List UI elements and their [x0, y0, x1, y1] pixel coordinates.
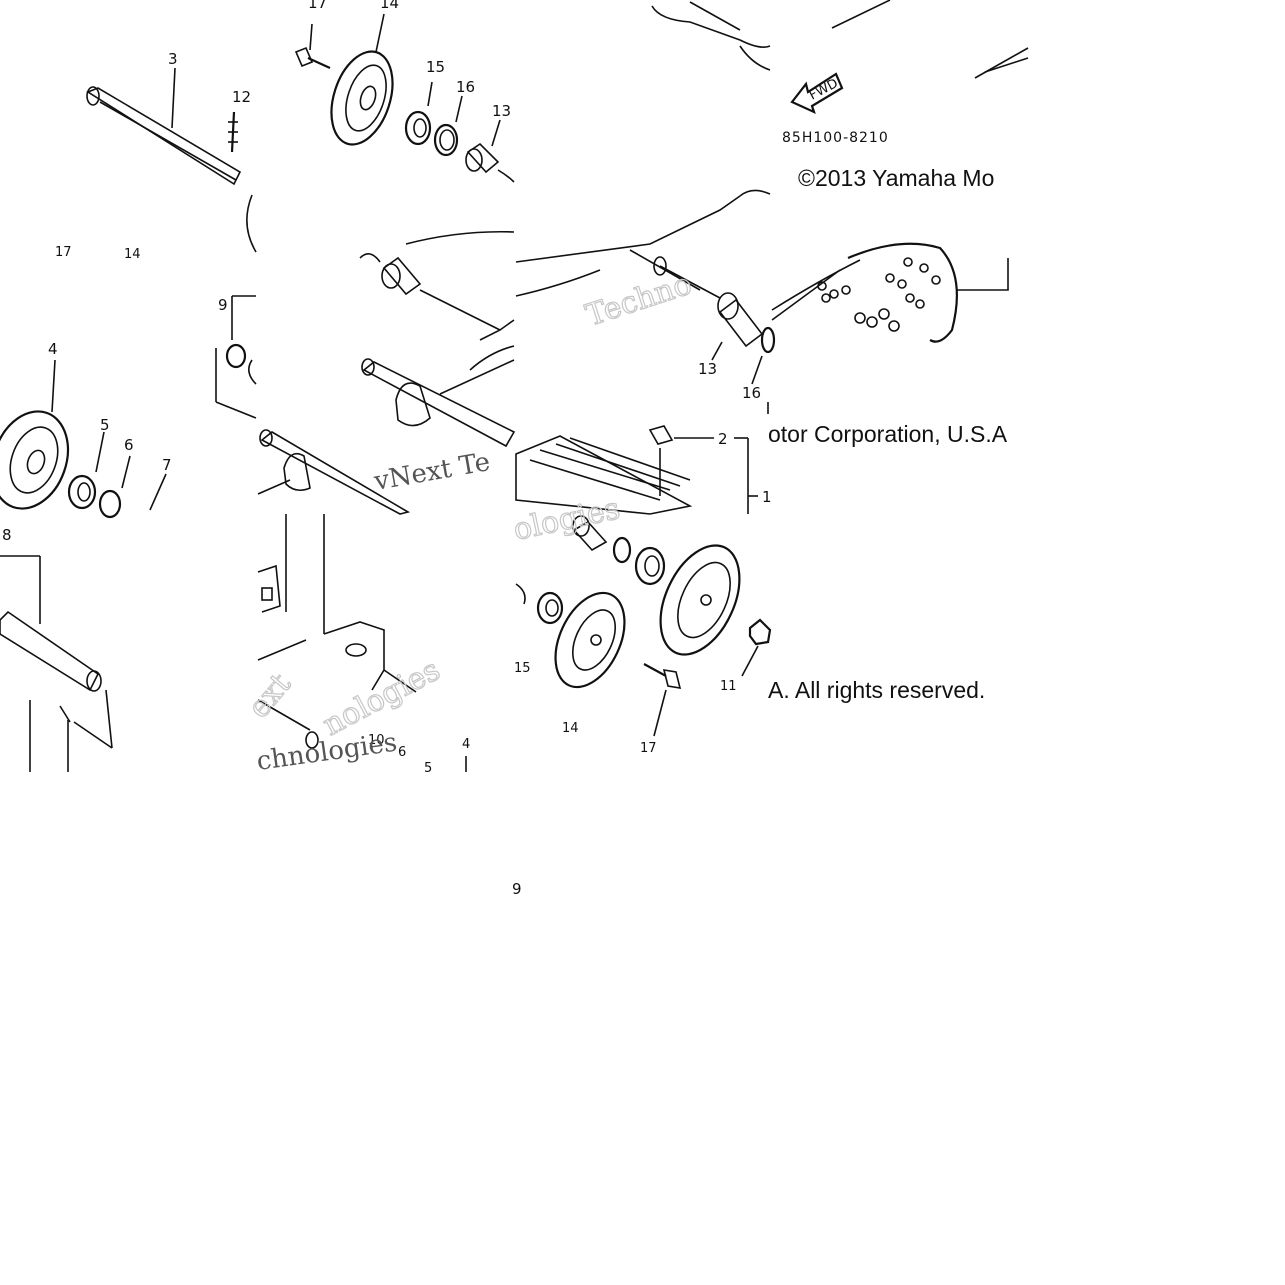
collar-16 [433, 95, 463, 157]
tile-bottom-center: 15 14 17 11 9 [512, 515, 772, 898]
label-4: 4 [48, 340, 58, 358]
axle-shaft-3 [86, 67, 242, 186]
nut-11 [741, 618, 772, 677]
bolt-17-bottom [643, 663, 682, 737]
label-17: 17 [55, 245, 72, 260]
spacer-center [572, 515, 608, 552]
bearing-15 [404, 81, 433, 146]
label-6-bottom: 6 [398, 745, 406, 760]
label-15-bottom: 15 [514, 661, 531, 676]
collar-16-right [751, 326, 776, 385]
label-13: 13 [492, 102, 511, 120]
label-9: 9 [218, 296, 228, 314]
fwd-arrow-icon: FWD [790, 72, 844, 115]
copyright-line-3: A. All rights reserved. [768, 677, 985, 703]
label-14: 14 [124, 247, 141, 262]
bearing-5 [67, 431, 105, 510]
label-15: 15 [426, 58, 445, 76]
tile-middle: 9 [215, 230, 516, 515]
label-5-bottom: 5 [424, 761, 432, 776]
label-11: 11 [720, 679, 737, 694]
label-12: 12 [232, 88, 251, 106]
label-9-stray: 9 [512, 880, 522, 898]
bearing-15-bottom [536, 591, 564, 625]
watermark-6: chnologies [255, 728, 399, 777]
label-2: 2 [718, 430, 728, 448]
shaft-8 [0, 610, 102, 692]
label-17b: 17 [308, 0, 327, 12]
tile-center: 13 16 2 [515, 195, 776, 515]
spacer-13 [465, 119, 515, 183]
label-1: 1 [762, 488, 772, 506]
label-16-center: 16 [742, 384, 761, 402]
spacer-13-right [711, 292, 764, 361]
label-5: 5 [100, 416, 110, 434]
idler-wheel-14 [330, 13, 394, 146]
cross-shaft [259, 358, 516, 515]
copyright-line-1: ©2013 Yamaha Mo [798, 165, 994, 191]
label-10: 10 [368, 733, 385, 748]
label-6: 6 [124, 436, 134, 454]
tile-right: otor Corporation, U.S.A 1 [739, 189, 1009, 506]
tile-top-right: FWD 85H100-8210 ©2013 Yamaha Mo [651, 0, 1029, 191]
label-14b: 14 [380, 0, 399, 12]
tile-top-left: 3 12 17 14 [55, 50, 257, 262]
tile-middle-left: 4 5 6 7 [0, 340, 172, 519]
label-7: 7 [162, 456, 172, 474]
idler-wheel-14-bottom [554, 591, 626, 689]
label-13-center: 13 [698, 360, 717, 378]
track-studs [817, 257, 941, 332]
pin-12 [228, 111, 238, 153]
watermarks: Techno vNext Te ologies ext nologies chn… [241, 266, 697, 777]
label-17-bottom: 17 [640, 741, 657, 756]
watermark-2: vNext Te [371, 447, 492, 497]
copyright-line-2: otor Corporation, U.S.A [768, 421, 1008, 447]
collar-6 [98, 455, 131, 519]
track-slide [515, 435, 693, 515]
diagram-code: 85H100-8210 [782, 130, 889, 146]
wheel-large [659, 544, 741, 656]
watermark-4: ext [241, 667, 298, 725]
label-8: 8 [2, 526, 12, 544]
bearing-right [634, 546, 666, 586]
tile-bottom-middle: 10 6 5 4 [257, 514, 470, 776]
tile-bottom-left: 8 [0, 526, 113, 772]
bracket-2 [648, 425, 749, 514]
bolt-17 [294, 23, 331, 70]
tile-top-middle: 17 14 15 16 13 [294, 0, 515, 183]
label-14-bottom: 14 [562, 721, 579, 736]
label-16: 16 [456, 78, 475, 96]
idler-wheel-4 [0, 359, 70, 510]
spacer-13-mid [381, 256, 422, 296]
watermark-1: Techno [582, 267, 696, 334]
watermark-3: ologies [510, 491, 623, 548]
label-4-bottom: 4 [462, 737, 470, 752]
label-3: 3 [168, 50, 178, 68]
